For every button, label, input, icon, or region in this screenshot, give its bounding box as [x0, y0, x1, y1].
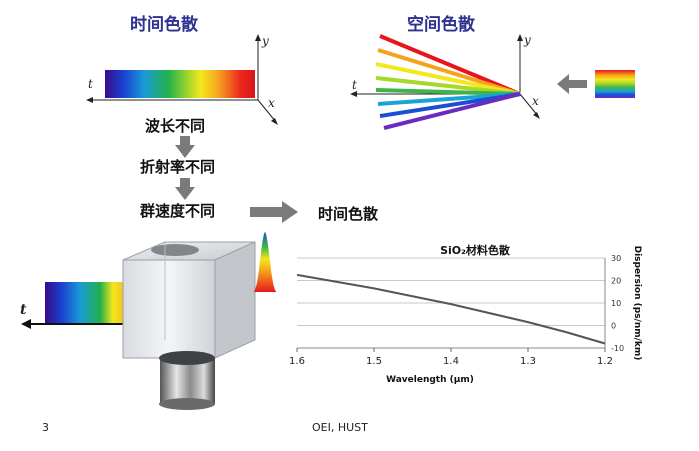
right-t-label: t: [352, 78, 357, 92]
x-axis: [257, 99, 277, 123]
left-x-label: x: [268, 96, 275, 110]
y-tick-label: 30: [611, 254, 621, 263]
y-tick-label: 0: [611, 322, 616, 331]
input-spectrum-swatch: [595, 70, 635, 98]
t-axis-arrow-icon: [86, 97, 93, 103]
y-tick-label: -10: [611, 344, 624, 353]
x-tick-label: 1.5: [366, 356, 382, 367]
right-x-label: x: [532, 94, 539, 108]
down-arrow-icon: [175, 136, 195, 158]
heading-time-dispersion: 时间色散: [130, 15, 198, 35]
right-t-axis-arrow-icon: [350, 91, 357, 97]
step-wavelength-differs: 波长不同: [145, 117, 206, 135]
cube-top-lens: [151, 244, 199, 256]
x-tick-label: 1.2: [597, 356, 613, 367]
ray-green: [375, 88, 521, 96]
ray-orange: [377, 48, 521, 96]
right-x-axis-arrow-icon: [533, 112, 540, 119]
x-axis-arrow-icon: [271, 118, 278, 125]
x-tick-label: 1.3: [520, 356, 536, 367]
crystal-t-label: t: [20, 302, 27, 318]
y-tick-label: 10: [611, 299, 621, 308]
ray-yellow: [375, 62, 521, 96]
x-axis-label: Wavelength (μm): [386, 375, 474, 385]
input-left-arrow-icon: [557, 74, 587, 94]
x-tick-label: 1.4: [443, 356, 459, 367]
ray-blue: [379, 92, 521, 118]
y-axis-arrow-icon: [255, 34, 261, 41]
footer-org: OEI, HUST: [312, 421, 368, 434]
space-dispersion-diagram: [350, 34, 540, 130]
right-arrow-icon: [250, 201, 298, 223]
page-number: 3: [42, 421, 49, 434]
down-arrow-icon: [175, 178, 195, 200]
right-y-label: y: [524, 33, 531, 47]
output-pulse: [253, 232, 277, 292]
step-refractive-index-differs: 折射率不同: [140, 158, 216, 176]
left-t-label: t: [88, 77, 93, 91]
time-spectrum-bar: [105, 70, 255, 98]
cube-side: [214, 241, 256, 359]
dispersion-curve: [296, 273, 606, 345]
cylinder-top: [159, 351, 215, 365]
y-tick-label: 20: [611, 277, 621, 286]
x-tick-label: 1.6: [289, 356, 305, 367]
right-x-axis: [519, 93, 539, 117]
step-group-velocity-differs: 群速度不同: [140, 202, 216, 220]
left-y-label: y: [262, 34, 269, 48]
cube-front: [122, 259, 216, 359]
sio2-dispersion-chart: -10 0 10 20 30 1.2 1.3 1.4 1.5 1.6 SiO₂材料色散 Wavelen…: [289, 243, 642, 385]
crystal-t-arrow-icon: [21, 319, 31, 329]
heading-space-dispersion: 空间色散: [407, 15, 475, 35]
time-axes-diagram: [86, 34, 278, 125]
ray-indigo: [383, 92, 521, 130]
cylinder-bottom: [159, 398, 215, 410]
ray-red: [379, 34, 521, 96]
y-axis-label: Dispersion (ps/nm/km): [632, 246, 642, 361]
right-y-axis-arrow-icon: [517, 34, 523, 41]
crystal-illustration: [21, 232, 277, 410]
dispersed-rays: [375, 34, 521, 130]
conclusion-time-dispersion: 时间色散: [318, 205, 379, 223]
ray-cyan: [377, 92, 521, 106]
chart-title: SiO₂材料色散: [440, 243, 511, 257]
crystal-cylinder: [160, 358, 215, 404]
